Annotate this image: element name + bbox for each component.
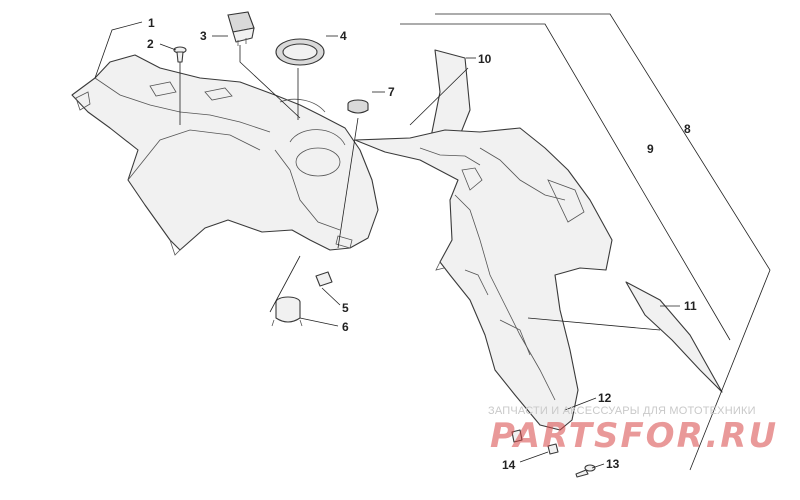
callout-labels: 1 2 3 4 5 6 7 8 9 10 11 12 13 14 — [147, 16, 697, 472]
callout-2: 2 — [147, 37, 154, 51]
upper-console-panel — [71, 54, 379, 256]
watermark-logo: PARTSFOR.RU — [490, 416, 779, 456]
ignition-switch — [271, 296, 303, 327]
callout-4: 4 — [340, 29, 347, 43]
callout-12: 12 — [598, 391, 612, 405]
callout-11: 11 — [684, 299, 697, 313]
callout-14: 14 — [502, 458, 516, 472]
callout-9: 9 — [647, 142, 654, 156]
callout-6: 6 — [342, 320, 349, 334]
callout-1: 1 — [148, 16, 155, 30]
plug-cap — [347, 99, 369, 114]
side-fairing — [354, 127, 613, 431]
fastener-12 — [547, 443, 559, 455]
fastener-14 — [511, 429, 523, 443]
group-bracket-lines — [400, 13, 771, 471]
callout-7: 7 — [388, 85, 395, 99]
side-decal — [625, 281, 723, 393]
callout-5: 5 — [342, 301, 349, 315]
callout-13: 13 — [606, 457, 620, 471]
screw-13 — [575, 464, 596, 478]
rocker-switch — [227, 11, 255, 46]
upper-side-fin — [429, 49, 471, 143]
clip — [315, 271, 333, 287]
gasket-ring — [275, 38, 325, 66]
callout-10: 10 — [478, 52, 492, 66]
callout-3: 3 — [200, 29, 207, 43]
bolt — [173, 46, 187, 63]
leader-lines — [94, 21, 680, 469]
watermark-caption: ЗАПЧАСТИ И АКСЕССУАРЫ ДЛЯ МОТОТЕХНИКИ — [488, 405, 756, 417]
callout-8: 8 — [684, 122, 691, 136]
